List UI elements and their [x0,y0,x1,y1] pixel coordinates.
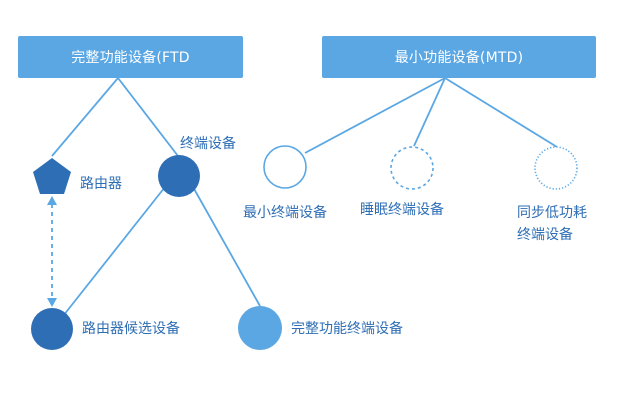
end-device-label: 终端设备 [180,136,236,152]
connector-end-device-router-candidate [51,186,166,331]
connector-mtd-min-end-device [304,77,446,154]
connector-mtd-sync-low-power [444,77,558,148]
sync-low-power-label-line2: 终端设备 [517,227,573,243]
connector-ftd-router [51,77,119,157]
connector-ftd-end-device [117,77,179,157]
end-device-node [158,155,200,197]
full-function-end-device-label: 完整功能终端设备 [291,321,403,337]
ftd-box: 完整功能设备(FTD [18,36,243,78]
router-label: 路由器 [80,176,122,192]
sync-low-power-node [534,146,578,190]
router-node [33,158,71,194]
ftd-box-label: 完整功能设备(FTD [71,50,190,66]
router-candidate-label: 路由器候选设备 [82,321,180,337]
full-function-end-device-node [238,306,282,350]
min-end-device-label: 最小终端设备 [243,205,327,221]
mtd-box: 最小功能设备(MTD) [322,36,596,78]
mtd-box-label: 最小功能设备(MTD) [394,50,524,66]
connector-end-device-full-function [192,186,261,307]
arrowhead-down [47,298,57,307]
connector-mtd-sleep-end-device [413,77,446,147]
arrowhead-up [47,196,57,205]
min-end-device-node [263,145,307,189]
sync-low-power-label-line1: 同步低功耗 [517,205,587,221]
router-candidate-node [31,308,73,350]
sleep-end-device-node [390,146,434,190]
sleep-end-device-label: 睡眠终端设备 [360,202,444,218]
